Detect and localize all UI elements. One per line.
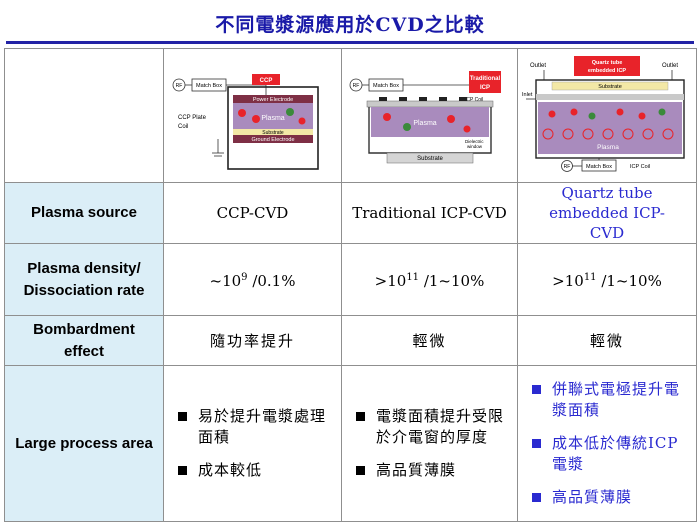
svg-text:ICP: ICP [479,85,489,91]
svg-text:ICP Coil: ICP Coil [465,97,483,103]
ccp-diagram: RF Match Box CCP Power Electrode Plasma … [172,73,319,170]
bullet-square-icon [356,466,365,475]
icp-bombardment: 輕微 [341,315,518,366]
svg-text:Match Box: Match Box [586,164,612,170]
bullet-square-icon [532,439,541,448]
list-item: 高品質薄膜 [532,487,690,508]
icp-density: >1011 /1~10% [341,243,518,316]
svg-text:Plasma: Plasma [597,144,619,151]
svg-text:CCP: CCP [259,78,272,84]
svg-text:Inlet: Inlet [522,92,533,98]
svg-text:Coil: Coil [178,124,188,130]
svg-text:window: window [467,144,483,149]
title-underline [6,41,694,44]
svg-text:CCP Plate: CCP Plate [178,115,207,121]
list-item: 成本較低 [178,460,335,481]
svg-text:ICP Coil: ICP Coil [630,164,650,170]
bullet-square-icon [532,493,541,502]
ccp-bombardment: 隨功率提升 [163,315,342,366]
svg-text:Dielectric: Dielectric [465,139,484,144]
svg-text:Substrate: Substrate [417,156,443,162]
bullet-square-icon [178,466,187,475]
icp-large-area: 電漿面積提升受限於介電窗的厚度 高品質薄膜 [341,365,518,522]
bombardment-row: Bombardment effect 隨功率提升 輕微 輕微 [4,315,697,366]
svg-text:Match Box: Match Box [196,83,222,89]
svg-text:Traditional: Traditional [469,76,500,82]
svg-text:Plasma: Plasma [413,120,436,127]
quartz-bullet-list: 併聯式電極提升電漿面積 成本低於傳統ICP電漿 高品質薄膜 [518,379,696,508]
svg-text:Plasma: Plasma [261,115,284,122]
icp-diagram: RF Match Box Traditional ICP ICP Coil Pl… [349,70,501,163]
icp-bullet-list: 電漿面積提升受限於介電窗的厚度 高品質薄膜 [342,406,517,481]
quartz-large-area: 併聯式電極提升電漿面積 成本低於傳統ICP電漿 高品質薄膜 [517,365,697,522]
svg-text:Substrate: Substrate [262,130,284,136]
list-item: 成本低於傳統ICP電漿 [532,433,690,475]
quartz-plasma-source: Quartz tube embedded ICP-CVD [517,182,697,244]
quartz-icp-diagram: Outlet Outlet Quartz tube embedded ICP S… [522,55,685,172]
icp-diagram-cell: RF Match Box Traditional ICP ICP Coil Pl… [341,48,518,183]
svg-text:Outlet: Outlet [662,63,678,69]
density-row: Plasma density/ Dissociation rate ~109 /… [4,243,697,316]
comparison-table: RF Match Box CCP Power Electrode Plasma … [4,48,697,522]
ccp-large-area: 易於提升電漿處理面積 成本較低 [163,365,342,522]
quartz-diagram-cell: Outlet Outlet Quartz tube embedded ICP S… [517,48,697,183]
quartz-bombardment: 輕微 [517,315,697,366]
bullet-square-icon [532,385,541,394]
svg-text:Substrate: Substrate [598,84,622,90]
row-header-large-area: Large process area [4,365,164,522]
bullet-square-icon [178,412,187,421]
ccp-plasma-source: CCP-CVD [163,182,342,244]
quartz-density: >1011 /1~10% [517,243,697,316]
row-header-bombardment: Bombardment effect [4,315,164,366]
svg-text:RF: RF [352,83,359,89]
plasma-source-row: Plasma source CCP-CVD Traditional ICP-CV… [4,182,697,244]
large-area-row: Large process area 易於提升電漿處理面積 成本較低 電漿面積提… [4,365,697,522]
svg-text:RF: RF [175,83,182,89]
page-title: 不同電漿源應用於CVD之比較 [215,14,485,36]
icp-plasma-source: Traditional ICP-CVD [341,182,518,244]
svg-text:Ground Electrode: Ground Electrode [251,137,294,143]
svg-text:Power Electrode: Power Electrode [252,97,292,103]
bullet-square-icon [356,412,365,421]
ccp-bullet-list: 易於提升電漿處理面積 成本較低 [164,406,341,481]
list-item: 高品質薄膜 [356,460,511,481]
ccp-diagram-cell: RF Match Box CCP Power Electrode Plasma … [163,48,342,183]
svg-text:Quartz tube: Quartz tube [592,60,623,66]
empty-corner-cell [4,48,164,183]
row-header-density: Plasma density/ Dissociation rate [4,243,164,316]
svg-text:embedded ICP: embedded ICP [588,68,627,74]
svg-text:Match Box: Match Box [373,83,399,89]
row-header-plasma-source: Plasma source [4,182,164,244]
ccp-density: ~109 /0.1% [163,243,342,316]
svg-text:RF: RF [564,164,571,170]
list-item: 電漿面積提升受限於介電窗的厚度 [356,406,511,448]
list-item: 併聯式電極提升電漿面積 [532,379,690,421]
svg-text:Outlet: Outlet [530,63,546,69]
diagram-row: RF Match Box CCP Power Electrode Plasma … [4,48,697,183]
list-item: 易於提升電漿處理面積 [178,406,335,448]
